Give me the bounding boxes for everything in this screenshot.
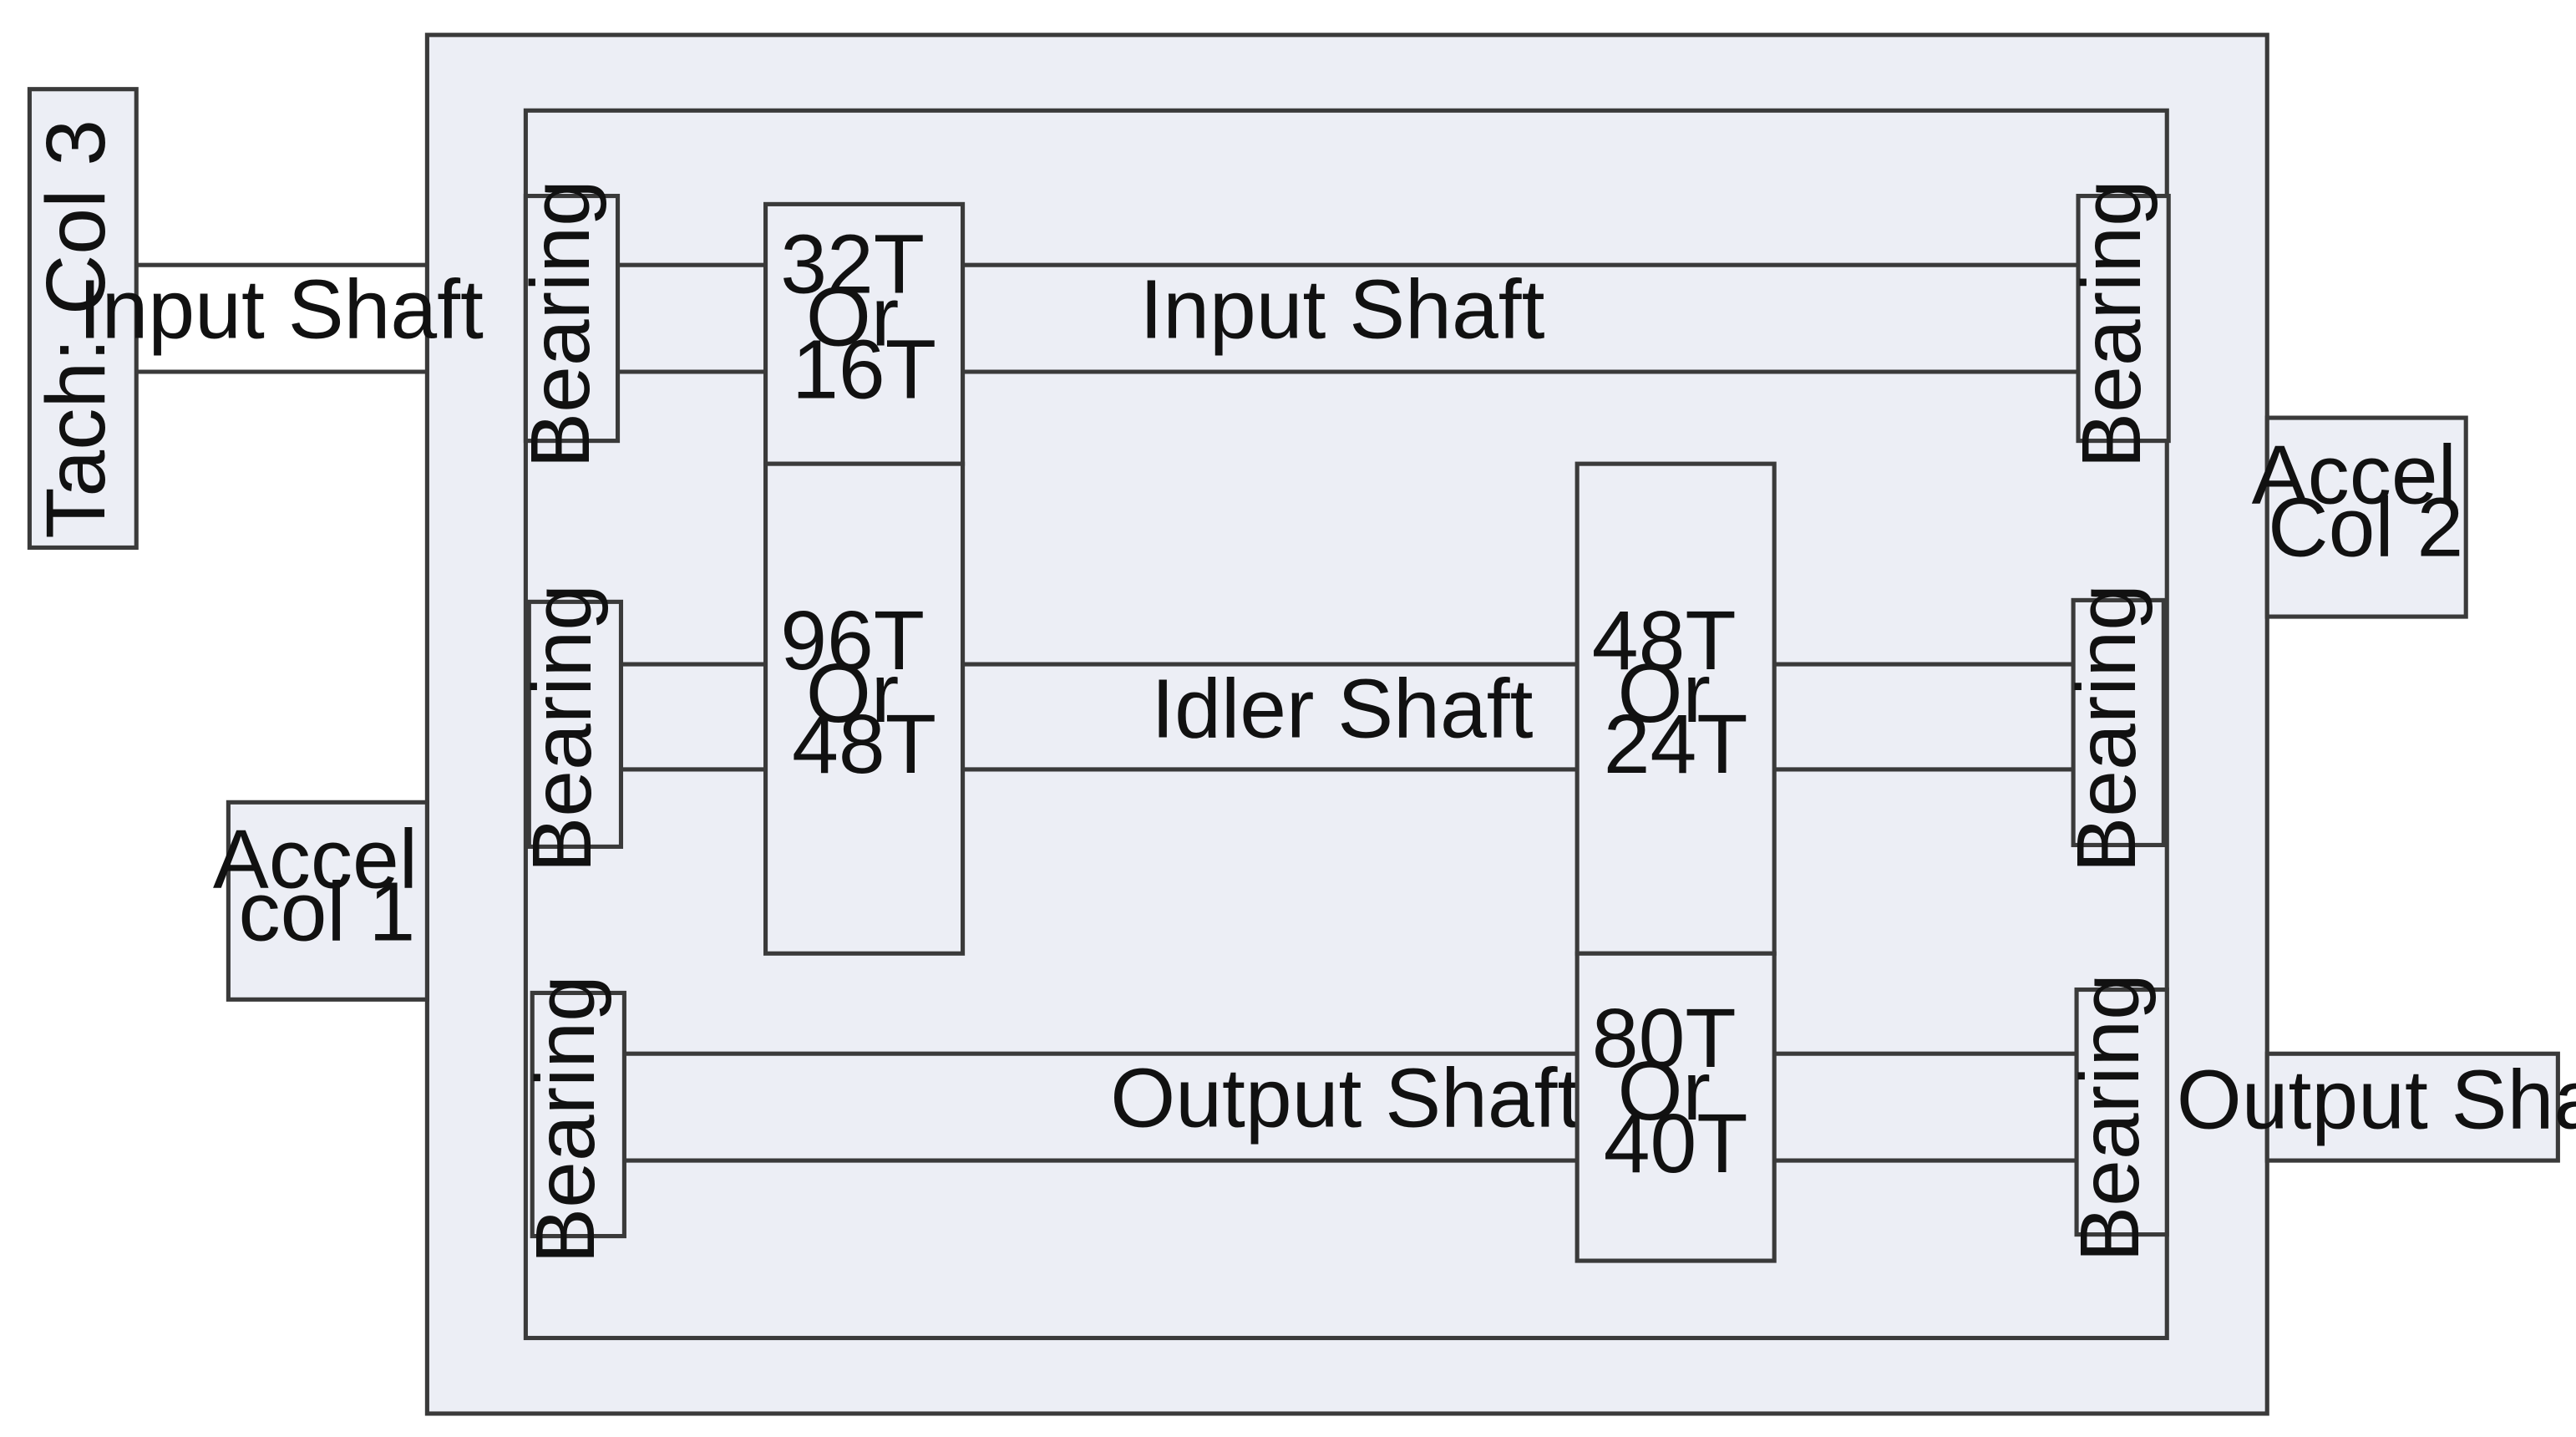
accel-col2-label: Accel Col 2	[2252, 428, 2480, 574]
gear-idler-right-label: 48T Or 24T	[1592, 594, 1760, 791]
accel-col1-label: Accel col 1	[213, 813, 441, 959]
gear-output-line-3: 40T	[1604, 1097, 1748, 1191]
external-output-shaft-label: Output Shaft	[2177, 1054, 2576, 1147]
input-shaft-label: Input Shaft	[1139, 263, 1544, 357]
accel-col1-sensor: Accel col 1	[213, 800, 441, 1002]
idler-shaft-label: Idler Shaft	[1151, 663, 1533, 756]
output-shaft-label: Output Shaft	[1110, 1052, 1580, 1145]
gear-output-label: 80T Or 40T	[1592, 992, 1760, 1191]
bearing-idler-left-label: Bearing	[515, 584, 609, 873]
gear-output-line-2: Or	[1618, 1044, 1711, 1138]
external-input-shaft: Input Shaft	[79, 262, 484, 374]
input-shaft: Input Shaft	[617, 262, 2079, 374]
accel-col2-sensor: Accel Col 2	[2252, 415, 2480, 619]
bearing-idler-left: Bearing	[515, 584, 624, 873]
bearing-input-right-label: Bearing	[2065, 180, 2158, 469]
accel-col2-line-1: Accel	[2252, 428, 2457, 521]
bearing-output-right-label: Bearing	[2063, 973, 2157, 1262]
bearing-output-left-label: Bearing	[519, 975, 612, 1264]
bearing-input-left-label: Bearing	[514, 180, 607, 469]
accel-col1-line-2: col 1	[238, 866, 415, 959]
accel-col2-line-2: Col 2	[2268, 480, 2463, 574]
gear-idler-left: 96T Or 48T	[763, 461, 966, 956]
gear-idler-left-line-2: Or	[806, 647, 899, 740]
bearing-idler-right-label: Bearing	[2060, 584, 2153, 873]
idler-shaft: Idler Shaft	[621, 662, 2074, 772]
gear-idler-left-label: 96T Or 48T	[780, 594, 948, 791]
gear-input-label: 32T Or 16T	[780, 218, 948, 417]
gear-idler-right-line-2: Or	[1618, 647, 1711, 740]
bearing-idler-right: Bearing	[2060, 584, 2166, 873]
external-input-shaft-label: Input Shaft	[79, 263, 484, 357]
gear-idler-right-line-3: 24T	[1604, 698, 1748, 791]
tach-label: Tach: Col 3	[29, 119, 123, 539]
gear-idler-left-line-3: 48T	[792, 698, 936, 791]
accel-col1-line-1: Accel	[213, 813, 418, 906]
bearing-output-left: Bearing	[519, 975, 626, 1264]
external-output-shaft: Output Shaft	[2177, 1051, 2576, 1163]
bearing-input-right: Bearing	[2065, 180, 2171, 469]
output-shaft: Output Shaft	[624, 1051, 2077, 1163]
gear-input-line-3: 16T	[792, 322, 936, 416]
gear-idler-right: 48T Or 24T	[1575, 461, 1777, 956]
bearing-output-right: Bearing	[2063, 973, 2169, 1262]
gear-output: 80T Or 40T	[1575, 951, 1777, 1263]
bearing-input-left: Bearing	[514, 180, 621, 469]
gear-input: 32T Or 16T	[763, 201, 966, 466]
tach-sensor: Tach: Col 3	[27, 87, 139, 551]
gear-input-line-2: Or	[806, 271, 899, 364]
